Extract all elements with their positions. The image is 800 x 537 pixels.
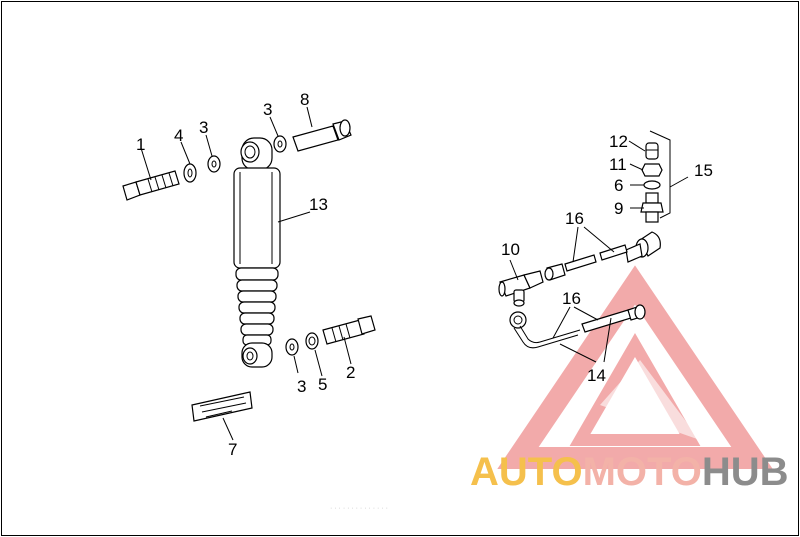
callout-2: 2 [346,363,355,382]
t-fitting-10 [498,270,544,307]
callout-15: 15 [694,161,713,180]
bellows [235,267,279,346]
callout-9: 9 [614,199,623,218]
callout-8: 8 [300,90,309,109]
bent-tube-14 [509,304,646,349]
bracket-15 [649,130,671,219]
callout-5: 5 [318,375,327,394]
callout-1: 1 [136,135,145,154]
nut-5 [305,332,319,350]
washer-3-left [207,155,221,173]
callout-3-bottom: 3 [297,377,306,396]
callout-7: 7 [228,440,237,459]
callout-4: 4 [174,126,183,145]
bolt-1 [122,170,180,201]
callout-3-top: 3 [263,100,272,119]
watermark-auto: AUTO [470,450,583,494]
tube-upper [564,244,628,272]
bolt-2 [322,315,376,345]
washer-3-top [273,135,287,153]
leader-lines [140,106,689,441]
callout-16-upper: 16 [565,209,584,228]
callouts: 1 4 3 3 8 13 3 5 2 7 12 11 6 9 15 16 10 … [136,90,713,459]
fitting-9 [640,192,664,223]
washer-3-bottom [285,338,299,356]
watermark-hub: HUB [701,450,789,494]
pin-8 [292,119,352,152]
callout-13: 13 [309,195,328,214]
cap-12 [645,142,659,160]
watermark-logo [497,265,773,469]
callout-12: 12 [609,132,628,151]
nut-11 [641,163,663,177]
callout-6: 6 [614,176,623,195]
label-plate-7 [191,391,253,422]
watermark-wordmark: AUTOMOTOHUB [470,452,789,492]
washer-4 [183,163,197,183]
nut-upper [544,263,566,281]
callout-16-lower: 16 [562,289,581,308]
watermark-moto: MOTO [582,450,702,494]
callout-10: 10 [501,240,520,259]
shock-absorber [233,137,281,368]
elbow-fitting [625,231,661,263]
callout-3-left: 3 [199,118,208,137]
callout-11: 11 [609,155,627,174]
callout-14: 14 [587,366,606,385]
fine-print: · · · · · · · · · · · · · · [330,505,388,512]
washer-6 [643,180,661,190]
